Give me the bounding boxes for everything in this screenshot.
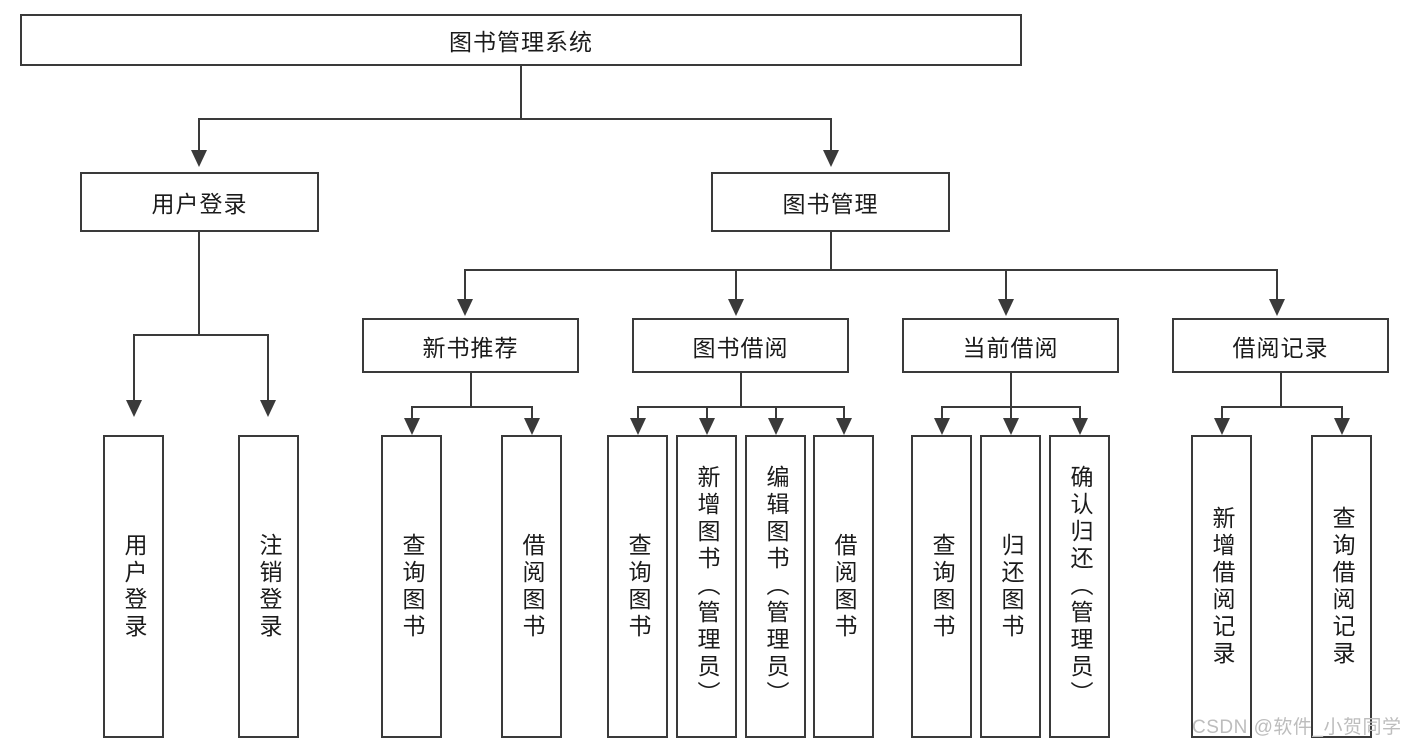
node-label: 借阅图书 — [831, 532, 857, 641]
node-label: 图书管理系统 — [449, 29, 593, 55]
node-label: 查询图书 — [399, 532, 425, 641]
leaf-query-book-new[interactable]: 查询图书 — [381, 435, 442, 738]
arrow-to-leaf-borrow-book-2 — [836, 418, 852, 435]
arrow-to-leaf-query-book-3 — [934, 418, 950, 435]
arrow-to-leaf-edit-book — [768, 418, 784, 435]
connector-borrow-record-drop-1 — [1221, 406, 1223, 422]
connector-level3-drop-3 — [1005, 269, 1007, 303]
node-root-library-system[interactable]: 图书管理系统 — [20, 14, 1022, 66]
node-current-borrow[interactable]: 当前借阅 — [902, 318, 1119, 373]
connector-level2-bar — [198, 118, 832, 120]
node-label: 查询图书 — [929, 532, 955, 641]
leaf-user-login[interactable]: 用户登录 — [103, 435, 164, 738]
node-borrow-record[interactable]: 借阅记录 — [1172, 318, 1389, 373]
node-label: 借阅记录 — [1232, 334, 1329, 361]
node-book-borrow[interactable]: 图书借阅 — [632, 318, 849, 373]
node-label: 图书借阅 — [692, 334, 789, 361]
arrow-to-leaf-add-record — [1214, 418, 1230, 435]
arrow-to-leaf-query-book-1 — [404, 418, 420, 435]
connector-book-borrow-drop-3 — [775, 406, 777, 422]
connector-new-book-stem — [470, 373, 472, 408]
node-label: 用户登录 — [121, 532, 147, 641]
connector-borrow-record-stem — [1280, 373, 1282, 408]
leaf-query-borrow-record[interactable]: 查询借阅记录 — [1311, 435, 1372, 738]
leaf-query-book-current[interactable]: 查询图书 — [911, 435, 972, 738]
connector-current-borrow-drop-3 — [1079, 406, 1081, 422]
arrow-to-book-management — [823, 150, 839, 167]
connector-borrow-record-bar — [1221, 406, 1342, 408]
connector-level3-bar — [464, 269, 1278, 271]
arrow-to-current-borrow — [998, 299, 1014, 316]
connector-level3-drop-1 — [464, 269, 466, 303]
arrow-to-leaf-borrow-book-1 — [524, 418, 540, 435]
connector-root-stem — [520, 66, 522, 119]
arrow-to-new-book-recommend — [457, 299, 473, 316]
connector-book-borrow-bar — [637, 406, 845, 408]
leaf-logout[interactable]: 注销登录 — [238, 435, 299, 738]
arrow-to-leaf-return-book — [1003, 418, 1019, 435]
leaf-borrow-book-new[interactable]: 借阅图书 — [501, 435, 562, 738]
connector-user-login-bar — [133, 334, 268, 336]
leaf-add-borrow-record[interactable]: 新增借阅记录 — [1191, 435, 1252, 738]
connector-level2-drop-right — [830, 118, 832, 155]
connector-current-borrow-drop-1 — [941, 406, 943, 422]
node-new-book-recommend[interactable]: 新书推荐 — [362, 318, 579, 373]
arrow-to-book-borrow — [728, 299, 744, 316]
connector-user-login-drop-2 — [267, 334, 269, 402]
arrow-to-leaf-user-login — [126, 400, 142, 417]
leaf-add-book-admin[interactable]: 新增图书（管理员） — [676, 435, 737, 738]
arrow-to-leaf-query-record — [1334, 418, 1350, 435]
node-label: 查询图书 — [625, 532, 651, 641]
arrow-to-leaf-add-book — [699, 418, 715, 435]
node-book-management[interactable]: 图书管理 — [711, 172, 950, 232]
node-label: 新书推荐 — [422, 334, 519, 361]
arrow-to-leaf-query-book-2 — [630, 418, 646, 435]
connector-user-login-stem — [198, 232, 200, 335]
leaf-confirm-return-admin[interactable]: 确认归还（管理员） — [1049, 435, 1110, 738]
connector-book-borrow-drop-1 — [637, 406, 639, 422]
connector-user-login-drop-1 — [133, 334, 135, 402]
node-label: 图书管理 — [782, 191, 879, 217]
arrow-to-leaf-confirm-return — [1072, 418, 1088, 435]
node-label: 归还图书 — [998, 532, 1024, 641]
node-label: 新增图书（管理员） — [694, 465, 720, 708]
node-label: 查询借阅记录 — [1329, 505, 1355, 668]
connector-level3-drop-2 — [735, 269, 737, 303]
node-label: 用户登录 — [151, 191, 248, 217]
connector-new-book-bar — [411, 406, 532, 408]
connector-level3-drop-4 — [1276, 269, 1278, 303]
connector-book-borrow-drop-2 — [706, 406, 708, 422]
node-label: 当前借阅 — [962, 334, 1059, 361]
node-user-login[interactable]: 用户登录 — [80, 172, 319, 232]
node-label: 注销登录 — [256, 532, 282, 641]
leaf-query-book-borrow[interactable]: 查询图书 — [607, 435, 668, 738]
connector-new-book-drop-2 — [531, 406, 533, 422]
node-label: 借阅图书 — [519, 532, 545, 641]
connector-borrow-record-drop-2 — [1341, 406, 1343, 422]
connector-current-borrow-drop-2 — [1010, 406, 1012, 422]
node-label: 编辑图书（管理员） — [763, 465, 789, 708]
node-label: 新增借阅记录 — [1209, 505, 1235, 668]
connector-current-borrow-stem — [1010, 373, 1012, 408]
connector-book-mgmt-stem — [830, 232, 832, 271]
leaf-return-book[interactable]: 归还图书 — [980, 435, 1041, 738]
arrow-to-user-login — [191, 150, 207, 167]
arrow-to-borrow-record — [1269, 299, 1285, 316]
arrow-to-leaf-logout — [260, 400, 276, 417]
connector-book-borrow-drop-4 — [843, 406, 845, 422]
leaf-borrow-book[interactable]: 借阅图书 — [813, 435, 874, 738]
connector-level2-drop-left — [198, 118, 200, 155]
leaf-edit-book-admin[interactable]: 编辑图书（管理员） — [745, 435, 806, 738]
connector-book-borrow-stem — [740, 373, 742, 408]
node-label: 确认归还（管理员） — [1067, 465, 1093, 708]
connector-new-book-drop-1 — [411, 406, 413, 422]
